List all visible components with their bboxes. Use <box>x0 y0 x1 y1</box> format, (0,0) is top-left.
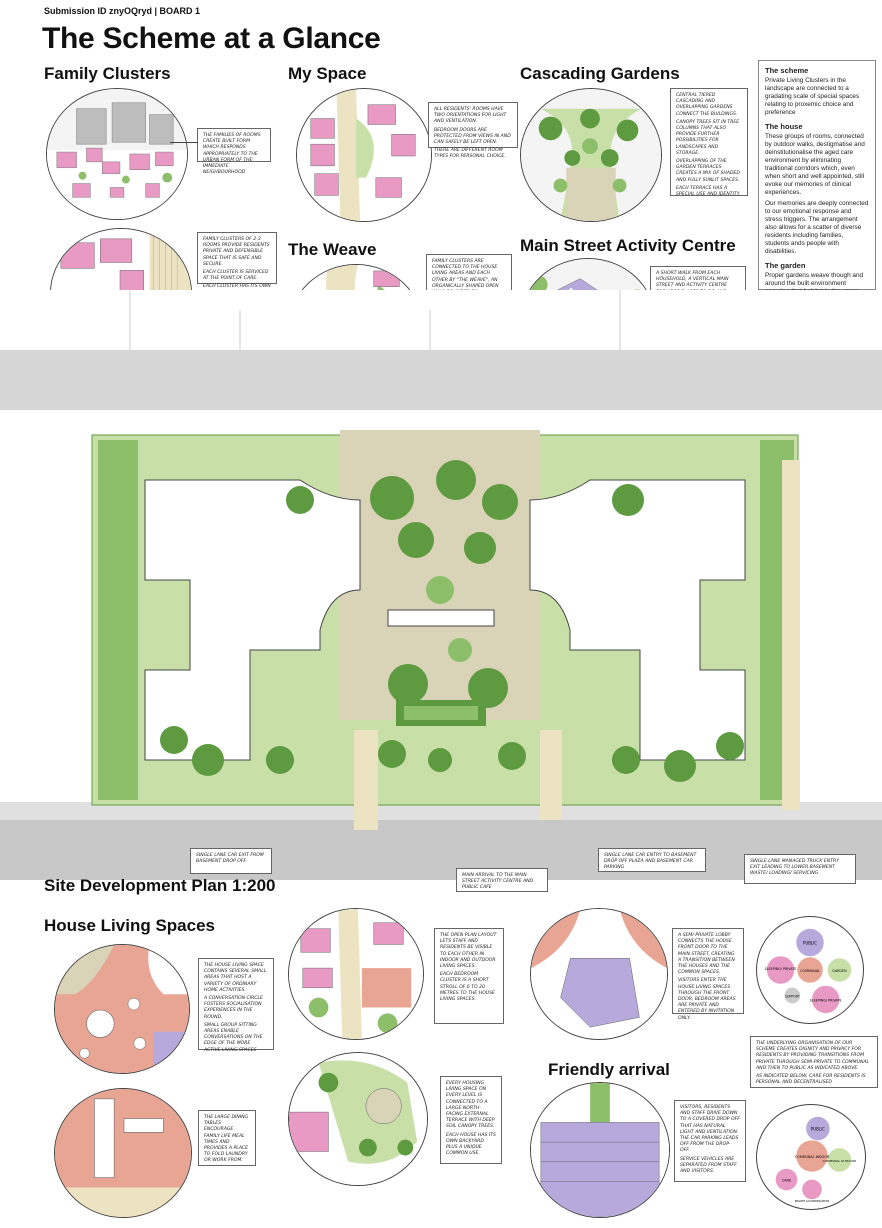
house-living-plan-4 <box>288 1052 428 1186</box>
label-sleeping-private-2: SLEEPING/ PRIVATE <box>810 998 842 1002</box>
section-title-family-clusters: Family Clusters <box>44 64 171 83</box>
label-garden: GARDEN <box>832 969 847 973</box>
note-house-living-1: The house living space contains several … <box>198 958 274 1053</box>
cascading-gardens-plan <box>520 88 662 222</box>
section-title-the-weave: The Weave <box>288 240 377 259</box>
section-title-cascading-gardens: Cascading Gardens <box>520 64 680 83</box>
scheme-description-panel: The scheme Private Living Clusters in th… <box>758 60 876 311</box>
note-truck-entry: Single lane managed truck entry exit lea… <box>744 854 856 884</box>
organisation-diagram-privacy: PUBLIC SLEEPING/ PRIVATE COMMUNAL GARDEN… <box>756 916 864 1024</box>
note-family-clusters-2: Family clusters of 2-3 rooms provide res… <box>197 232 277 296</box>
friendly-arrival-plan-2 <box>530 1082 670 1218</box>
site-development-plan <box>0 290 882 880</box>
note-organisation: The underlying organisation of our schem… <box>750 1036 878 1088</box>
note-car-entry: Single lane car entry to basement drop o… <box>598 848 706 872</box>
label-communal: COMMUNAL <box>800 969 820 973</box>
label-sleeping-private: SLEEPING/ PRIVATE <box>765 967 797 971</box>
section-title-house-living: House Living Spaces <box>44 916 215 935</box>
house-living-plan-2 <box>54 1088 192 1218</box>
label-private-accommodation: PRIVATE ACCOMMODATION <box>795 1199 830 1203</box>
note-friendly-arrival-1: A semi-private lobby connects the house … <box>672 928 744 1021</box>
note-friendly-arrival-2: Visitors, residents and staff drive down… <box>674 1100 746 1182</box>
note-house-living-2: The large dining tables encourage family… <box>198 1110 256 1166</box>
house-living-plan-3 <box>288 908 424 1040</box>
label-communal-outdoor: COMMUNAL OUTDOOR <box>823 1159 857 1163</box>
label-support: SUPPORT <box>785 994 799 998</box>
house-living-plan-1 <box>54 944 190 1074</box>
page-title: The Scheme at a Glance <box>42 22 381 55</box>
house-heading: The house <box>765 122 803 131</box>
family-clusters-plan-1 <box>46 88 188 220</box>
house-text-1: These groups of rooms, connected by outd… <box>765 133 865 196</box>
section-title-main-street: Main Street Activity Centre <box>520 236 736 255</box>
scheme-text: Private Living Clusters in the landscape… <box>765 77 860 116</box>
note-cascading-gardens: Central tiered cascading and overlapping… <box>670 88 748 197</box>
section-title-my-space: My Space <box>288 64 367 83</box>
submission-id: Submission ID znyOQryd | BOARD 1 <box>44 6 201 16</box>
note-house-living-3: The open plan layout lets staff and resi… <box>434 928 504 1024</box>
my-space-plan <box>296 88 432 222</box>
house-text-2: Our memories are deeply connected to our… <box>765 200 869 255</box>
garden-heading: The garden <box>765 261 806 270</box>
friendly-arrival-plan-1 <box>530 908 668 1040</box>
note-my-space: All residents' rooms have two orientatio… <box>428 102 518 159</box>
organisation-diagram-care: PUBLIC COMMUNAL INDOOR COMMUNAL OUTDOOR … <box>756 1104 866 1210</box>
note-car-exit: Single lane car exit from basement drop … <box>190 848 272 874</box>
section-title-friendly-arrival: Friendly arrival <box>548 1060 670 1079</box>
note-family-clusters-1: The families of rooms create built form … <box>197 128 271 175</box>
leader-line <box>170 142 198 143</box>
note-main-arrival: Main arrival to the main street activity… <box>456 868 548 892</box>
site-plan-title: Site Development Plan 1:200 <box>44 876 276 895</box>
label-communal-indoor: COMMUNAL INDOOR <box>795 1155 830 1159</box>
label-public-2: PUBLIC <box>811 1127 825 1132</box>
scheme-heading: The scheme <box>765 66 809 75</box>
label-care: CARE <box>782 1179 792 1183</box>
label-public: PUBLIC <box>803 940 817 945</box>
note-house-living-4: Every housing living space on every leve… <box>440 1076 502 1164</box>
